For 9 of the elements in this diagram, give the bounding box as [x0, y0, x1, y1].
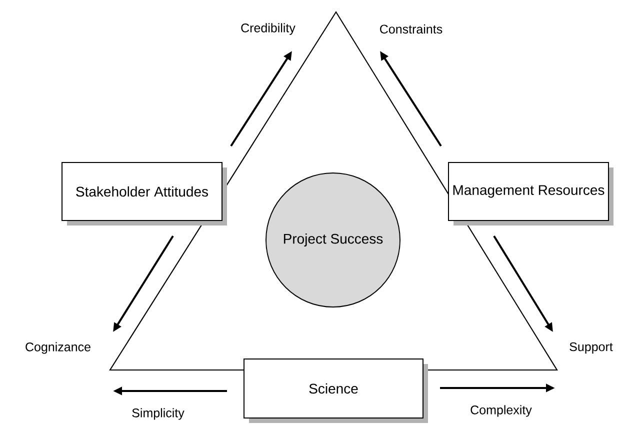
factor-box: Science [244, 358, 428, 423]
direction-label: Cognizance [26, 342, 90, 354]
factor-box: Management Resources [448, 162, 614, 226]
direction-label: Support [570, 342, 613, 354]
direction-label: Simplicity [132, 408, 184, 420]
direction-label: Complexity [470, 405, 532, 417]
direction-label: Credibility [241, 23, 296, 35]
direction-label: Constraints [380, 24, 442, 34]
factor-box: Stakeholder Attitudes [62, 162, 227, 226]
